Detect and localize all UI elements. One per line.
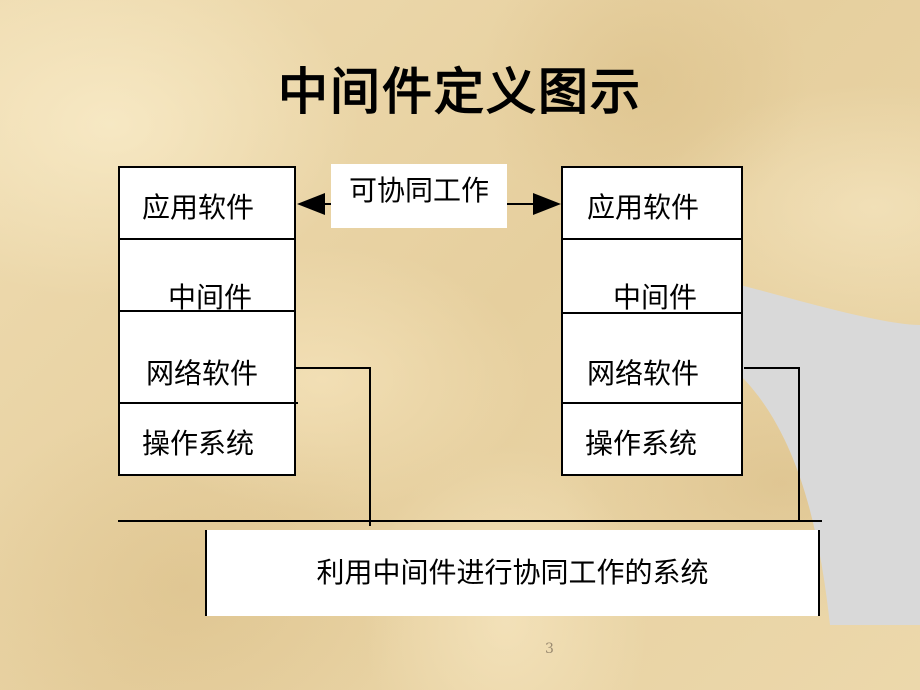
left-layer-application: 应用软件: [120, 168, 294, 240]
left-layer-middleware: 中间件: [120, 240, 294, 314]
page-number: 3: [545, 641, 554, 657]
right-layer-network-label: 网络软件: [587, 357, 700, 390]
right-layer-divider: [563, 238, 741, 240]
bottom-system-label: 利用中间件进行协同工作的系统: [316, 556, 709, 589]
right-software-stack: 应用软件 中间件 网络软件 操作系统: [561, 166, 743, 476]
left-layer-os: 操作系统: [120, 404, 294, 476]
right-layer-middleware-label: 中间件: [613, 281, 698, 314]
right-layer-network: 网络软件: [563, 314, 741, 402]
right-layer-os: 操作系统: [563, 404, 741, 476]
right-layer-os-label: 操作系统: [585, 427, 698, 460]
bottom-system-box: 利用中间件进行协同工作的系统: [205, 530, 820, 616]
left-layer-divider: [120, 310, 296, 312]
right-layer-middleware: 中间件: [563, 240, 741, 314]
right-layer-divider: [563, 402, 743, 404]
left-software-stack: 应用软件 中间件 网络软件 操作系统: [118, 166, 298, 476]
arrow-right-icon: [533, 193, 561, 215]
left-layer-divider: [120, 402, 298, 404]
decorative-curve-shape: [740, 285, 920, 625]
arrow-left-icon: [297, 193, 325, 215]
left-layer-middleware-label: 中间件: [168, 281, 253, 314]
left-layer-divider: [120, 238, 294, 240]
network-bus-line: [118, 520, 822, 522]
right-layer-application-label: 应用软件: [587, 191, 700, 224]
left-layer-os-label: 操作系统: [142, 427, 255, 460]
right-layer-application: 应用软件: [563, 168, 741, 240]
cooperation-label: 可协同工作: [331, 164, 507, 228]
right-layer-divider: [563, 312, 743, 314]
left-layer-application-label: 应用软件: [142, 191, 255, 224]
left-layer-network: 网络软件: [120, 312, 294, 402]
left-layer-network-label: 网络软件: [146, 357, 259, 390]
slide-title: 中间件定义图示: [278, 63, 642, 121]
